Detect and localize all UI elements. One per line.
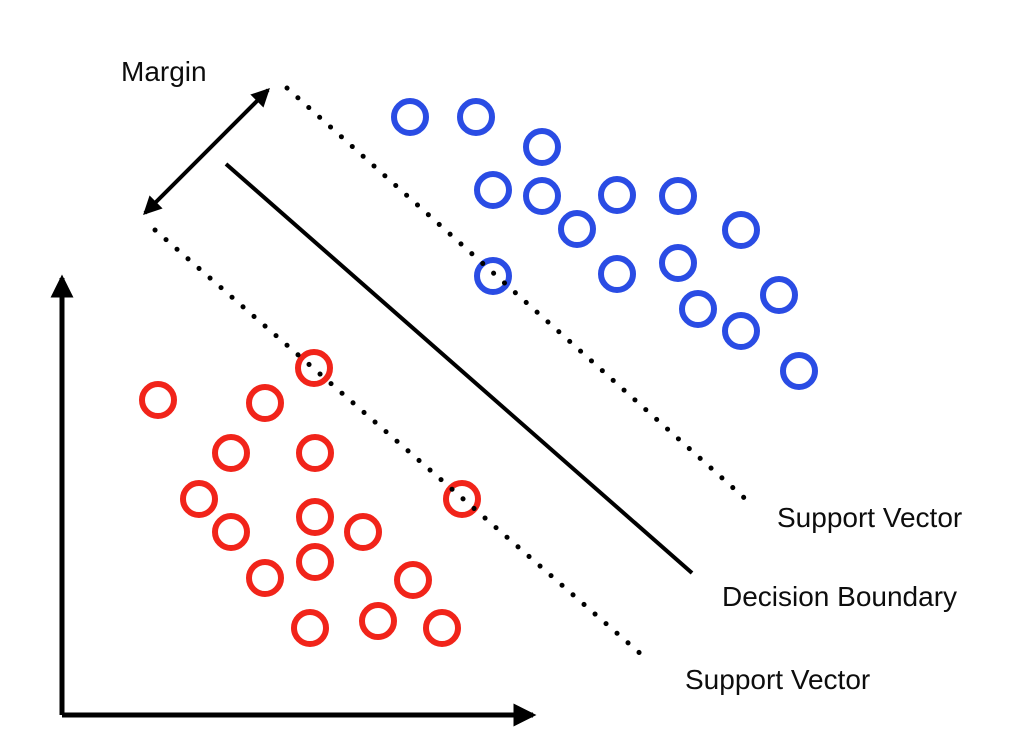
blue-class-point (558, 210, 596, 248)
red-class-point (212, 434, 250, 472)
blue-class-point (722, 312, 760, 350)
blue-class-point (598, 176, 636, 214)
blue-class-point (523, 177, 561, 215)
red-class-point (296, 543, 334, 581)
red-class-point (296, 434, 334, 472)
red-class-points (139, 349, 481, 647)
blue-class-point (780, 352, 818, 390)
red-class-point (246, 384, 284, 422)
blue-class-point (598, 255, 636, 293)
blue-class-point (474, 171, 512, 209)
red-class-point (291, 609, 329, 647)
blue-class-point (679, 290, 717, 328)
red-class-point (394, 561, 432, 599)
blue-class-point (457, 98, 495, 136)
red-class-point (344, 513, 382, 551)
decision-boundary-line (224, 162, 694, 575)
decision-boundary-label: Decision Boundary (722, 581, 958, 612)
red-class-point (359, 602, 397, 640)
support-vector-line-lower (152, 227, 653, 665)
red-class-point (295, 349, 333, 387)
red-class-point (139, 381, 177, 419)
support-vector-label-top: Support Vector (777, 502, 963, 533)
blue-class-points (391, 98, 818, 390)
red-class-point (443, 480, 481, 518)
red-class-point (212, 513, 250, 551)
blue-class-point (760, 276, 798, 314)
support-vector-label-bottom: Support Vector (685, 664, 871, 695)
blue-class-point (722, 211, 760, 249)
support-vector-line-upper (284, 85, 753, 506)
margin-double-arrow (143, 88, 270, 215)
margin-label: Margin (121, 56, 207, 87)
blue-class-point (659, 244, 697, 282)
red-class-point (296, 498, 334, 536)
blue-class-point (659, 177, 697, 215)
blue-class-point (523, 128, 561, 166)
blue-class-point (474, 257, 512, 295)
red-class-point (423, 609, 461, 647)
red-class-point (180, 480, 218, 518)
red-class-point (246, 559, 284, 597)
blue-class-point (391, 98, 429, 136)
